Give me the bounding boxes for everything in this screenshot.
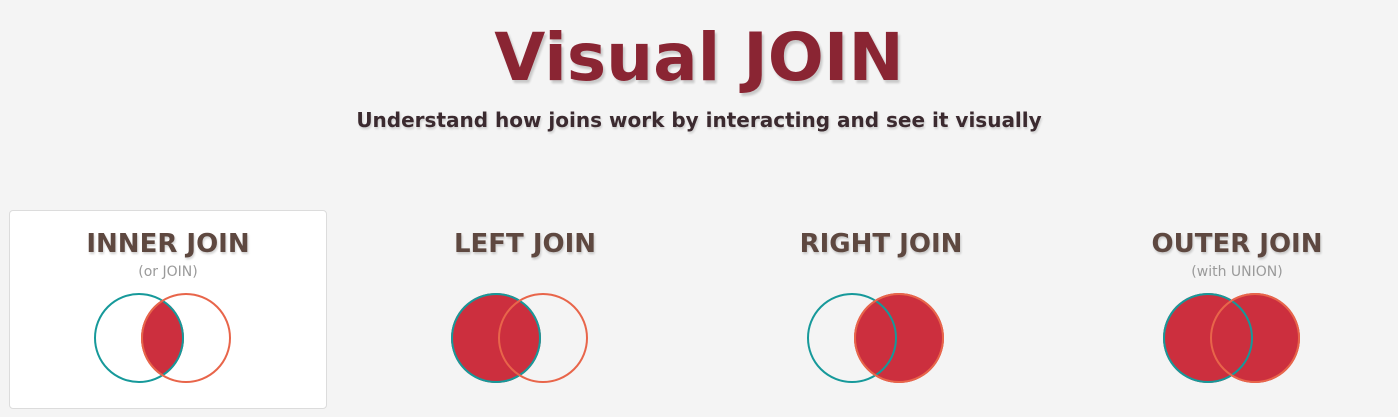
left-join-venn-icon <box>451 293 588 383</box>
right-join-venn-icon <box>807 293 944 383</box>
venn-left-fill <box>451 293 541 383</box>
join-types-list: INNER JOIN (or JOIN) LEFT JOIN RIGHT JOI… <box>9 210 1398 417</box>
outer-join-venn-icon <box>1163 293 1300 383</box>
join-card-subtitle: (with UNION) <box>1191 264 1283 280</box>
venn-right-circle <box>141 293 231 383</box>
inner-join-venn-icon <box>94 293 231 383</box>
join-card-subtitle: (or JOIN) <box>138 264 198 280</box>
venn-right-fill <box>854 293 944 383</box>
venn-left-circle <box>451 293 541 383</box>
join-card-left[interactable]: LEFT JOIN <box>366 210 684 409</box>
venn-right-circle <box>854 293 944 383</box>
join-card-title: INNER JOIN <box>86 229 250 259</box>
venn-right-fill <box>141 293 184 383</box>
venn-left-circle <box>1163 293 1253 383</box>
join-card-outer[interactable]: OUTER JOIN (with UNION) <box>1078 210 1396 409</box>
page-title: Visual JOIN <box>494 19 904 96</box>
join-card-title: RIGHT JOIN <box>799 229 963 259</box>
join-card-title: LEFT JOIN <box>453 229 597 259</box>
join-card-title: OUTER JOIN <box>1151 229 1323 259</box>
join-card-inner[interactable]: INNER JOIN (or JOIN) <box>9 210 327 409</box>
venn-right-circle <box>1210 293 1300 383</box>
venn-right-circle <box>498 293 588 383</box>
join-card-right[interactable]: RIGHT JOIN <box>722 210 1040 409</box>
venn-left-circle <box>94 293 184 383</box>
venn-right-fill <box>1210 293 1300 383</box>
venn-left-circle <box>807 293 897 383</box>
page-subtitle: Understand how joins work by interacting… <box>356 108 1042 132</box>
